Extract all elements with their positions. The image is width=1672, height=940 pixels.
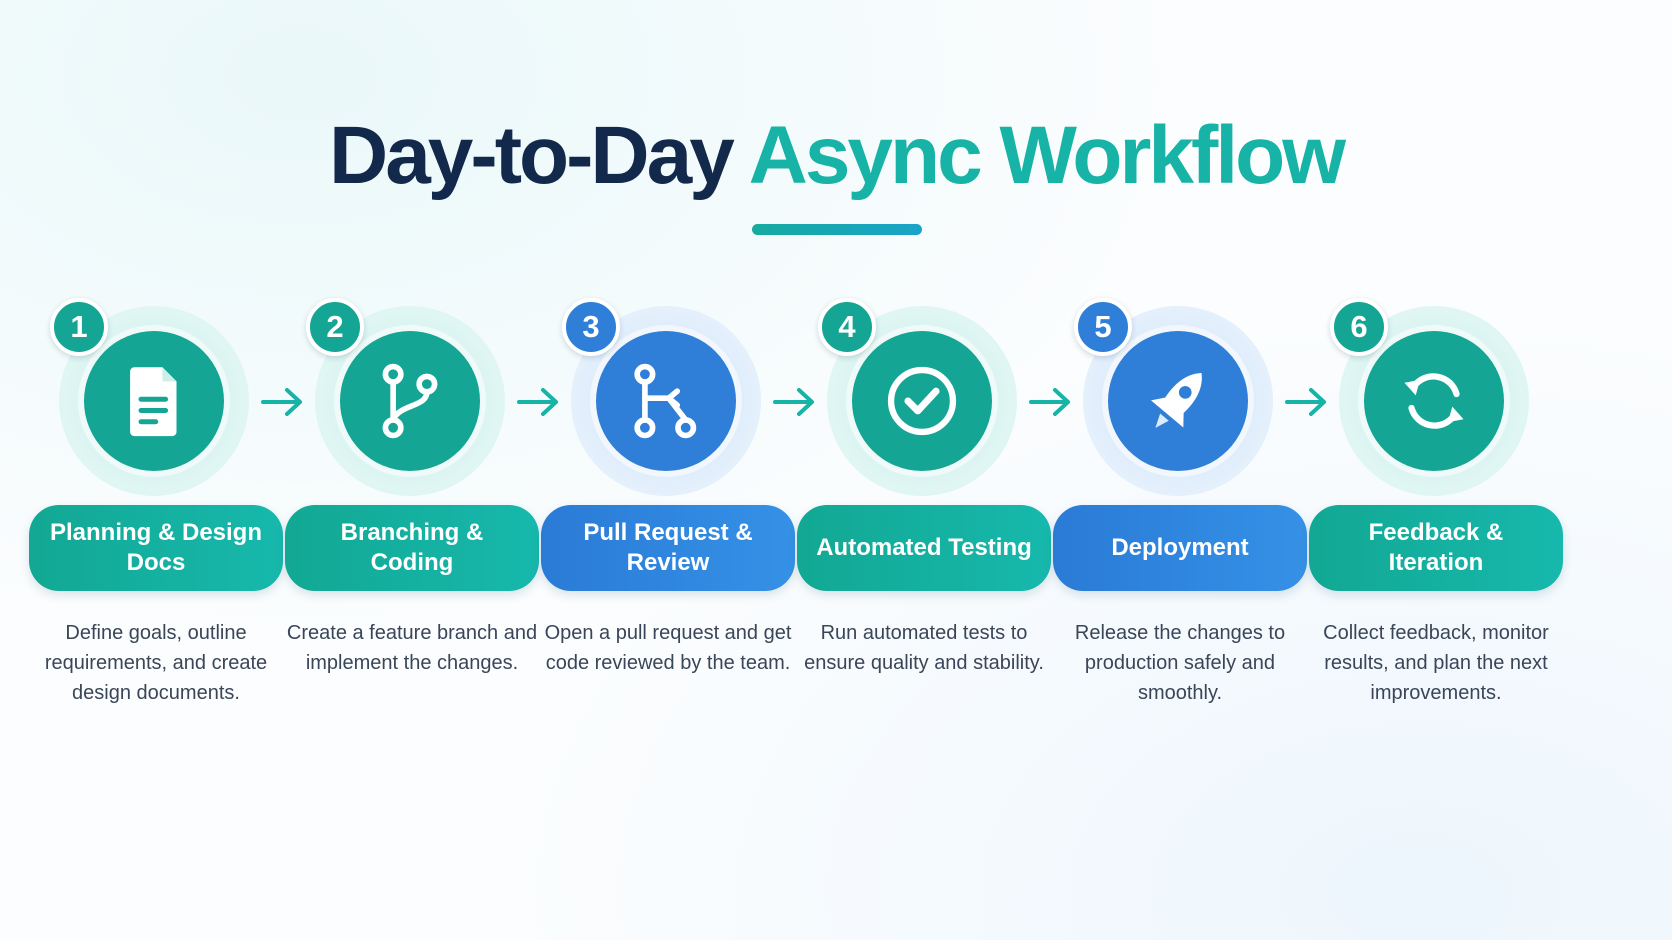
arrow-right-icon xyxy=(517,388,558,416)
step-icon-circle xyxy=(340,331,480,471)
arrow-right-icon xyxy=(1285,388,1326,416)
step-description: Create a feature branch and implement th… xyxy=(286,622,538,674)
title-dark-part: Day-to-Day xyxy=(328,110,735,201)
step-label: Branching & Coding xyxy=(285,505,539,591)
step-5: 5 Deployment Release the changes to prod… xyxy=(1050,290,1310,760)
step-number-badge: 1 xyxy=(50,298,108,356)
git-branch-icon xyxy=(382,363,438,439)
step-number-badge: 5 xyxy=(1074,298,1132,356)
step-label: Deployment xyxy=(1053,505,1307,591)
step-description: Collect feedback, monitor results, and p… xyxy=(1323,622,1549,704)
step-3: 3 Pull Request & Review Open a pull requ… xyxy=(538,290,798,760)
step-description: Release the changes to production safely… xyxy=(1074,622,1286,704)
step-icon-circle xyxy=(1364,331,1504,471)
step-icon-circle xyxy=(1108,331,1248,471)
arrow-right-icon xyxy=(1029,388,1070,416)
step-label: Feedback & Iteration xyxy=(1309,505,1563,591)
page-title: Day-to-Day Async Workflow xyxy=(0,108,1672,204)
step-1: 1 Planning & Design Docs Define goals, o… xyxy=(26,290,286,760)
step-description: Define goals, outline requirements, and … xyxy=(44,622,268,704)
pull-request-icon xyxy=(634,363,697,439)
step-icon-circle xyxy=(84,331,224,471)
arrow-right-icon xyxy=(773,388,814,416)
step-4: 4 Automated Testing Run automated tests … xyxy=(794,290,1054,760)
step-label: Planning & Design Docs xyxy=(29,505,283,591)
step-description: Run automated tests to ensure quality an… xyxy=(804,622,1044,674)
document-icon xyxy=(130,367,177,437)
step-number-badge: 4 xyxy=(818,298,876,356)
step-icon-circle xyxy=(596,331,736,471)
step-number-badge: 3 xyxy=(562,298,620,356)
step-label: Pull Request & Review xyxy=(541,505,795,591)
refresh-icon xyxy=(1404,373,1464,429)
arrow-right-icon xyxy=(261,388,302,416)
title-underline xyxy=(752,224,922,235)
step-2: 2 Branching & Coding Create a feature br… xyxy=(282,290,542,760)
check-circle-icon xyxy=(887,366,957,436)
step-6: 6 Feedback & Iteration Collect feedback,… xyxy=(1306,290,1566,760)
title-accent-part: Async Workflow xyxy=(748,110,1346,201)
step-number-badge: 6 xyxy=(1330,298,1388,356)
step-description: Open a pull request and get code reviewe… xyxy=(544,622,792,674)
step-number-badge: 2 xyxy=(306,298,364,356)
step-label: Automated Testing xyxy=(797,505,1051,591)
rocket-icon xyxy=(1150,372,1202,428)
step-icon-circle xyxy=(852,331,992,471)
